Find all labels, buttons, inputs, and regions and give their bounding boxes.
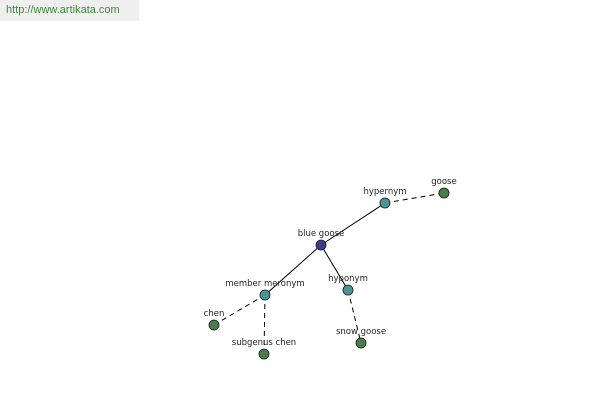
node-member-meronym[interactable] (259, 289, 271, 301)
node-snow-goose[interactable] (355, 337, 367, 349)
node-label-subgenus-chen[interactable]: subgenus chen (232, 338, 296, 348)
node-label-member-meronym[interactable]: member meronym (225, 279, 304, 289)
edge-hypernym-to-goose (384, 192, 445, 204)
node-goose[interactable] (438, 187, 450, 199)
node-chen[interactable] (208, 319, 220, 331)
node-blue-goose[interactable] (315, 239, 327, 251)
edge-member-meronym-to-chen (213, 294, 266, 326)
edge-blue-goose-to-hypernym (320, 202, 386, 246)
node-hyponym[interactable] (342, 284, 354, 296)
node-label-goose[interactable]: goose (431, 177, 456, 187)
node-label-snow-goose[interactable]: snow goose (336, 327, 386, 337)
node-hypernym[interactable] (379, 197, 391, 209)
node-label-chen[interactable]: chen (204, 309, 225, 319)
edge-blue-goose-to-hyponym (320, 244, 349, 291)
edge-hyponym-to-snow-goose (347, 289, 362, 344)
node-subgenus-chen[interactable] (258, 348, 270, 360)
edge-blue-goose-to-member-meronym (264, 244, 322, 296)
site-url-link[interactable]: http://www.artikata.com (6, 4, 120, 16)
node-label-hyponym[interactable]: hyponym (328, 274, 368, 284)
edge-member-meronym-to-subgenus-chen (263, 294, 266, 355)
node-label-blue-goose[interactable]: blue goose (298, 229, 345, 239)
node-label-hypernym[interactable]: hypernym (363, 187, 406, 197)
url-banner: http://www.artikata.com (0, 0, 139, 21)
